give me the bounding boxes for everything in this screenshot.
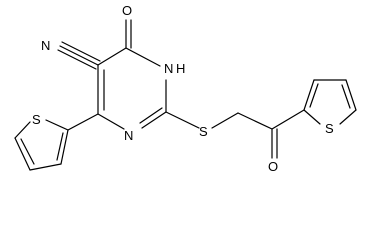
- atom-n1-h: H: [176, 61, 185, 76]
- bond-c5-c6: [97, 47, 127, 66]
- bond-rthio-4: [339, 109, 357, 125]
- bond-rthio-1: [303, 79, 315, 111]
- atom-ketone-o: O: [268, 159, 278, 174]
- bond-c6-n1: [125, 47, 161, 67]
- bond-lthio-3: [14, 137, 31, 171]
- bond-lthio-4: [14, 121, 31, 139]
- atom-right-thiophene-s: S: [325, 121, 334, 136]
- bond-rthio-5: [303, 109, 321, 125]
- bond-c2-n3: [141, 111, 167, 129]
- bond-nitrile-2: [61, 41, 101, 62]
- bond-nitrile-1: [59, 45, 99, 66]
- molecule-structure: N O N H N S O S S: [14, 3, 357, 174]
- bond-c2-n3-double: [139, 107, 163, 124]
- bond-lthio-1-double: [56, 132, 64, 161]
- bond-n3-c4: [97, 113, 125, 130]
- bond-ch2-co: [237, 112, 273, 130]
- bond-s-ch2: [211, 112, 239, 129]
- bond-lthio-3-double: [20, 138, 35, 165]
- bond-co-thiophene: [271, 109, 305, 130]
- bond-rthio-1-double: [309, 83, 319, 108]
- bond-rthio-3-double: [341, 84, 351, 109]
- atom-left-thiophene-s: S: [32, 112, 41, 127]
- atom-nitrile-n: N: [41, 38, 50, 53]
- bond-lthio-1: [60, 129, 69, 165]
- bond-c4-lthio: [67, 113, 99, 131]
- bond-lthio-5: [45, 119, 69, 131]
- atom-n3: N: [124, 128, 133, 143]
- atom-thioether-s: S: [199, 124, 208, 139]
- bond-nitrile-3: [57, 49, 97, 70]
- bond-lthio-2: [29, 163, 62, 171]
- atom-n1: N: [164, 61, 173, 76]
- bond-rthio-3: [345, 79, 357, 111]
- bond-c2-s: [165, 111, 200, 129]
- atom-carbonyl-o: O: [122, 3, 132, 18]
